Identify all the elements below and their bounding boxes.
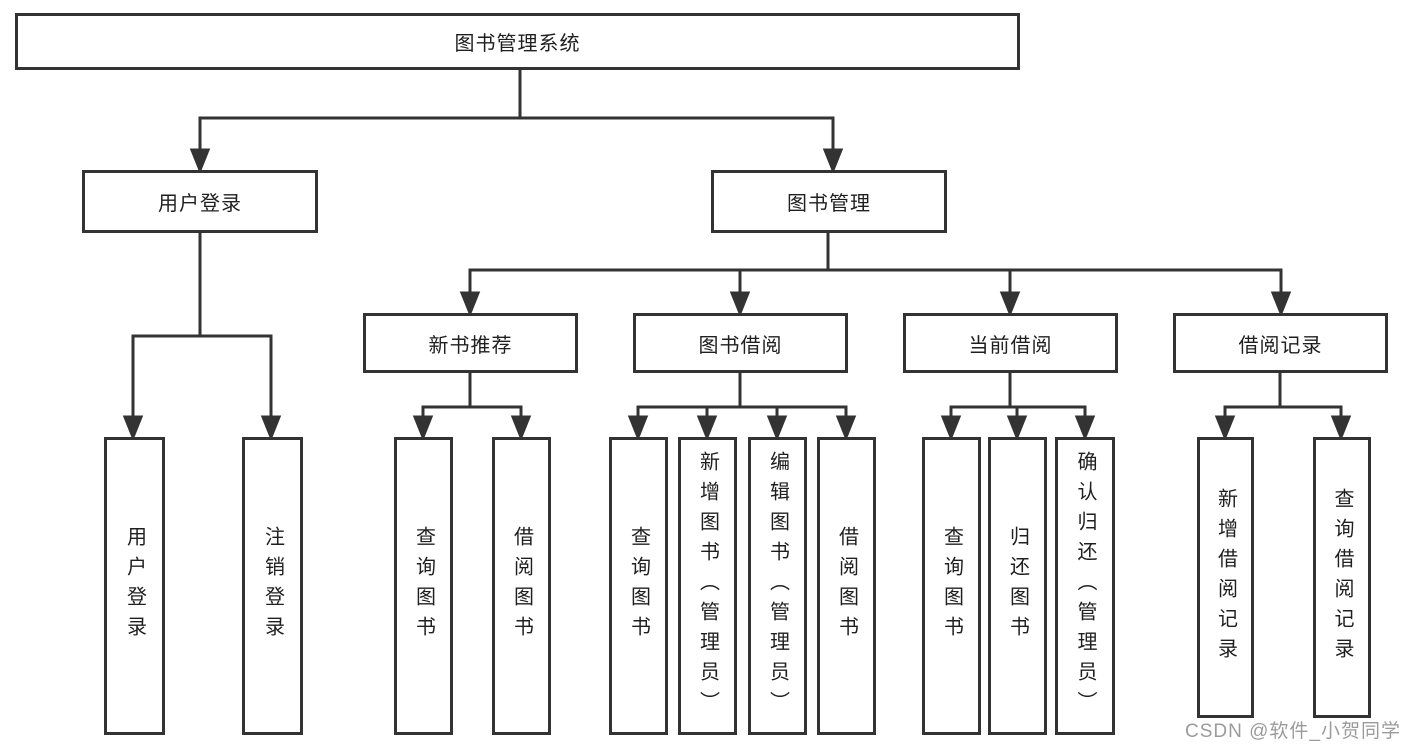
node-book-management: 图书管理	[711, 170, 947, 233]
leaf-borrow-books: 借阅图书	[817, 437, 876, 735]
node-book-management-label: 图书管理	[787, 193, 871, 215]
node-current-borrow: 当前借阅	[903, 313, 1118, 373]
leaf-user-login-label: 用户登录	[123, 526, 146, 646]
leaf-query-books-current: 查询图书	[922, 437, 981, 735]
leaf-logout: 注销登录	[242, 437, 303, 735]
node-book-borrow-label: 图书借阅	[698, 334, 783, 357]
connector-newbook-branch	[412, 373, 532, 442]
leaf-query-borrow-record: 查询借阅记录	[1313, 437, 1371, 718]
node-borrow-records: 借阅记录	[1173, 313, 1388, 373]
leaf-edit-books-admin-label: 编辑图书（管理员）	[766, 451, 789, 721]
node-book-borrow: 图书借阅	[633, 313, 848, 373]
node-root-label: 图书管理系统	[454, 33, 581, 55]
leaf-confirm-return-admin-label: 确认归还（管理员）	[1074, 451, 1096, 721]
leaf-return-books-label: 归还图书	[1006, 526, 1029, 646]
csdn-watermark: CSDN @软件_小贺同学	[1185, 721, 1401, 742]
leaf-query-borrow-record-label: 查询借阅记录	[1331, 487, 1353, 668]
node-root-system: 图书管理系统	[15, 13, 1020, 70]
connector-userlogin-branch	[122, 233, 282, 442]
leaf-borrow-books-recommend: 借阅图书	[492, 437, 551, 735]
leaf-return-books: 归还图书	[988, 437, 1047, 735]
leaf-query-books-current-label: 查询图书	[940, 526, 963, 646]
node-new-book-recommend-label: 新书推荐	[428, 334, 513, 357]
connector-currentborrow-branch	[940, 373, 1096, 442]
leaf-borrow-books-label: 借阅图书	[835, 526, 858, 646]
leaf-query-books-borrow-label: 查询图书	[627, 526, 650, 646]
node-user-login-label: 用户登录	[158, 193, 242, 215]
leaf-edit-books-admin: 编辑图书（管理员）	[748, 437, 807, 735]
connector-borrowrecords-branch	[1214, 373, 1352, 442]
node-current-borrow-label: 当前借阅	[968, 334, 1053, 357]
leaf-borrow-books-recommend-label: 借阅图书	[510, 526, 533, 646]
node-borrow-records-label: 借阅记录	[1238, 334, 1323, 357]
connector-root-to-level2	[189, 69, 844, 175]
leaf-query-books-borrow: 查询图书	[609, 437, 668, 735]
leaf-query-books-recommend-label: 查询图书	[412, 526, 435, 646]
connector-bookmgmt-to-level3	[459, 233, 1292, 318]
leaf-query-books-recommend: 查询图书	[394, 437, 453, 735]
node-user-login: 用户登录	[82, 170, 318, 233]
connector-bookborrow-branch	[627, 373, 857, 442]
leaf-confirm-return-admin: 确认归还（管理员）	[1055, 437, 1115, 735]
leaf-add-borrow-record: 新增借阅记录	[1197, 437, 1254, 718]
leaf-add-borrow-record-label: 新增借阅记录	[1214, 487, 1237, 668]
node-new-book-recommend: 新书推荐	[363, 313, 578, 373]
leaf-add-books-admin-label: 新增图书（管理员）	[696, 451, 719, 721]
leaf-logout-label: 注销登录	[261, 526, 284, 646]
leaf-user-login: 用户登录	[104, 437, 165, 735]
leaf-add-books-admin: 新增图书（管理员）	[678, 437, 737, 735]
